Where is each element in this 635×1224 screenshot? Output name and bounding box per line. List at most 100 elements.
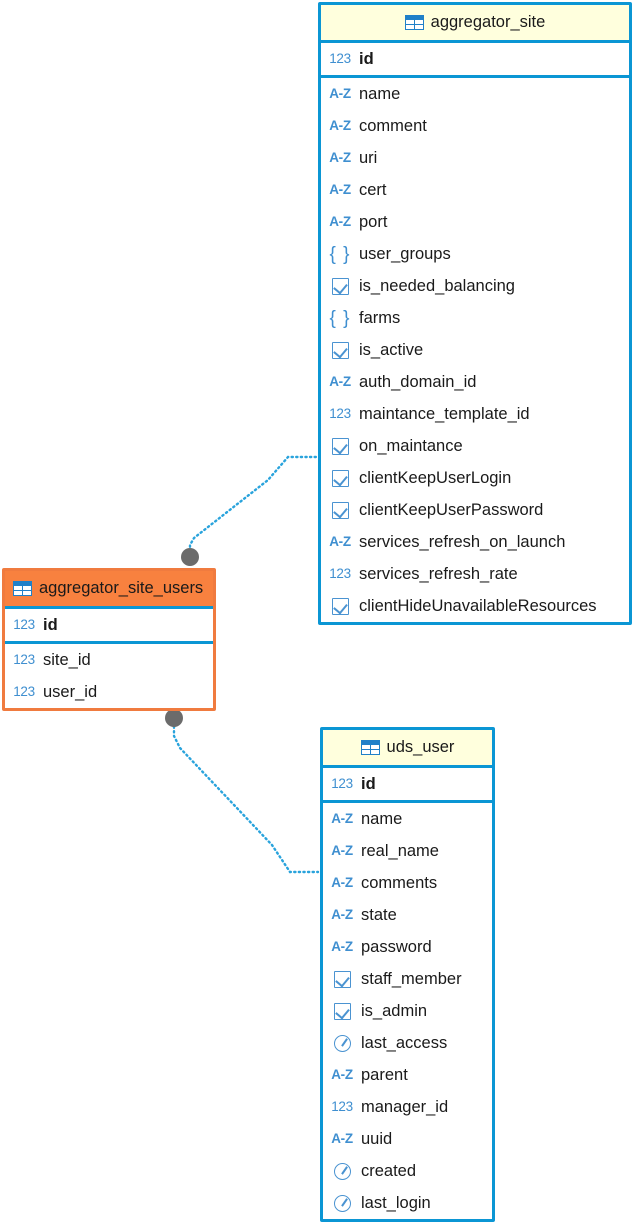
column-name: id <box>359 49 374 68</box>
column-name: uuid <box>361 1129 393 1148</box>
column-name: services_refresh_on_launch <box>359 532 566 551</box>
relationship-endpoint-dot <box>181 548 199 566</box>
column-row[interactable]: is_active <box>321 334 629 366</box>
relationship-uds-user <box>165 709 320 874</box>
table-name: aggregator_site_users <box>39 579 204 598</box>
column-row[interactable]: on_maintance <box>321 430 629 462</box>
column-name: user_id <box>43 682 98 701</box>
column-name: port <box>359 212 388 231</box>
column-name: last_login <box>361 1193 431 1212</box>
column-name: manager_id <box>361 1097 449 1116</box>
column-row[interactable]: A-Z state <box>323 899 492 931</box>
text-icon: A-Z <box>331 875 353 891</box>
text-icon: A-Z <box>329 374 351 390</box>
column-name: parent <box>361 1065 408 1084</box>
text-icon: A-Z <box>329 182 351 198</box>
json-icon: { } <box>329 307 351 329</box>
column-row[interactable]: 123 user_id <box>5 676 213 708</box>
column-row[interactable]: clientHideUnavailableResources <box>321 590 629 622</box>
column-row[interactable]: clientKeepUserLogin <box>321 462 629 494</box>
text-icon: A-Z <box>329 150 351 166</box>
column-row[interactable]: clientKeepUserPassword <box>321 494 629 526</box>
column-name: on_maintance <box>359 436 463 455</box>
column-name: name <box>361 809 403 828</box>
column-row[interactable]: is_admin <box>323 995 492 1027</box>
primary-key-row[interactable]: 123 id <box>323 768 492 800</box>
column-row[interactable]: last_access <box>323 1027 492 1059</box>
column-row[interactable]: A-Z cert <box>321 174 629 206</box>
relationship-endpoint-dot <box>165 709 183 727</box>
column-row[interactable]: last_login <box>323 1187 492 1219</box>
column-row[interactable]: A-Z comments <box>323 867 492 899</box>
text-icon: A-Z <box>331 1067 353 1083</box>
column-row[interactable]: A-Z name <box>323 803 492 835</box>
column-row[interactable]: 123 maintance_template_id <box>321 398 629 430</box>
column-name: is_needed_balancing <box>359 276 515 295</box>
column-row[interactable]: { } farms <box>321 302 629 334</box>
relationship-aggregator-site <box>181 455 318 566</box>
table-icon <box>360 740 380 755</box>
column-name: last_access <box>361 1033 448 1052</box>
number-icon: 123 <box>13 617 35 633</box>
number-icon: 123 <box>13 684 35 700</box>
text-icon: A-Z <box>329 534 351 550</box>
column-name: state <box>361 905 397 924</box>
column-row[interactable]: A-Z port <box>321 206 629 238</box>
column-row[interactable]: is_needed_balancing <box>321 270 629 302</box>
number-icon: 123 <box>331 1099 353 1115</box>
column-row[interactable]: A-Z services_refresh_on_launch <box>321 526 629 558</box>
column-name: id <box>361 774 376 793</box>
boolean-icon <box>329 340 351 360</box>
column-row[interactable]: staff_member <box>323 963 492 995</box>
primary-key-row[interactable]: 123 id <box>321 43 629 75</box>
table-icon <box>404 15 424 30</box>
column-name: clientKeepUserPassword <box>359 500 544 519</box>
column-name: cert <box>359 180 387 199</box>
datetime-icon <box>331 1033 353 1053</box>
text-icon: A-Z <box>329 214 351 230</box>
table-header[interactable]: aggregator_site_users <box>5 571 213 609</box>
number-icon: 123 <box>331 776 353 792</box>
column-name: staff_member <box>361 969 462 988</box>
column-row[interactable]: A-Z auth_domain_id <box>321 366 629 398</box>
text-icon: A-Z <box>329 118 351 134</box>
column-name: comments <box>361 873 438 892</box>
column-name: maintance_template_id <box>359 404 530 423</box>
column-row[interactable]: created <box>323 1155 492 1187</box>
column-row[interactable]: 123 manager_id <box>323 1091 492 1123</box>
column-name: farms <box>359 308 401 327</box>
column-name: password <box>361 937 432 956</box>
json-icon: { } <box>329 243 351 265</box>
column-row[interactable]: A-Z uri <box>321 142 629 174</box>
text-icon: A-Z <box>331 907 353 923</box>
datetime-icon <box>331 1161 353 1181</box>
column-row[interactable]: { } user_groups <box>321 238 629 270</box>
number-icon: 123 <box>329 51 351 67</box>
column-name: site_id <box>43 650 91 669</box>
column-name: is_active <box>359 340 424 359</box>
boolean-icon <box>331 969 353 989</box>
boolean-icon <box>329 500 351 520</box>
column-name: uri <box>359 148 378 167</box>
primary-key-section: 123 id <box>323 768 492 803</box>
text-icon: A-Z <box>331 811 353 827</box>
table-header[interactable]: uds_user <box>323 730 492 768</box>
number-icon: 123 <box>329 566 351 582</box>
column-name: user_groups <box>359 244 451 263</box>
number-icon: 123 <box>329 406 351 422</box>
column-name: auth_domain_id <box>359 372 477 391</box>
column-row[interactable]: A-Z parent <box>323 1059 492 1091</box>
table-header[interactable]: aggregator_site <box>321 5 629 43</box>
